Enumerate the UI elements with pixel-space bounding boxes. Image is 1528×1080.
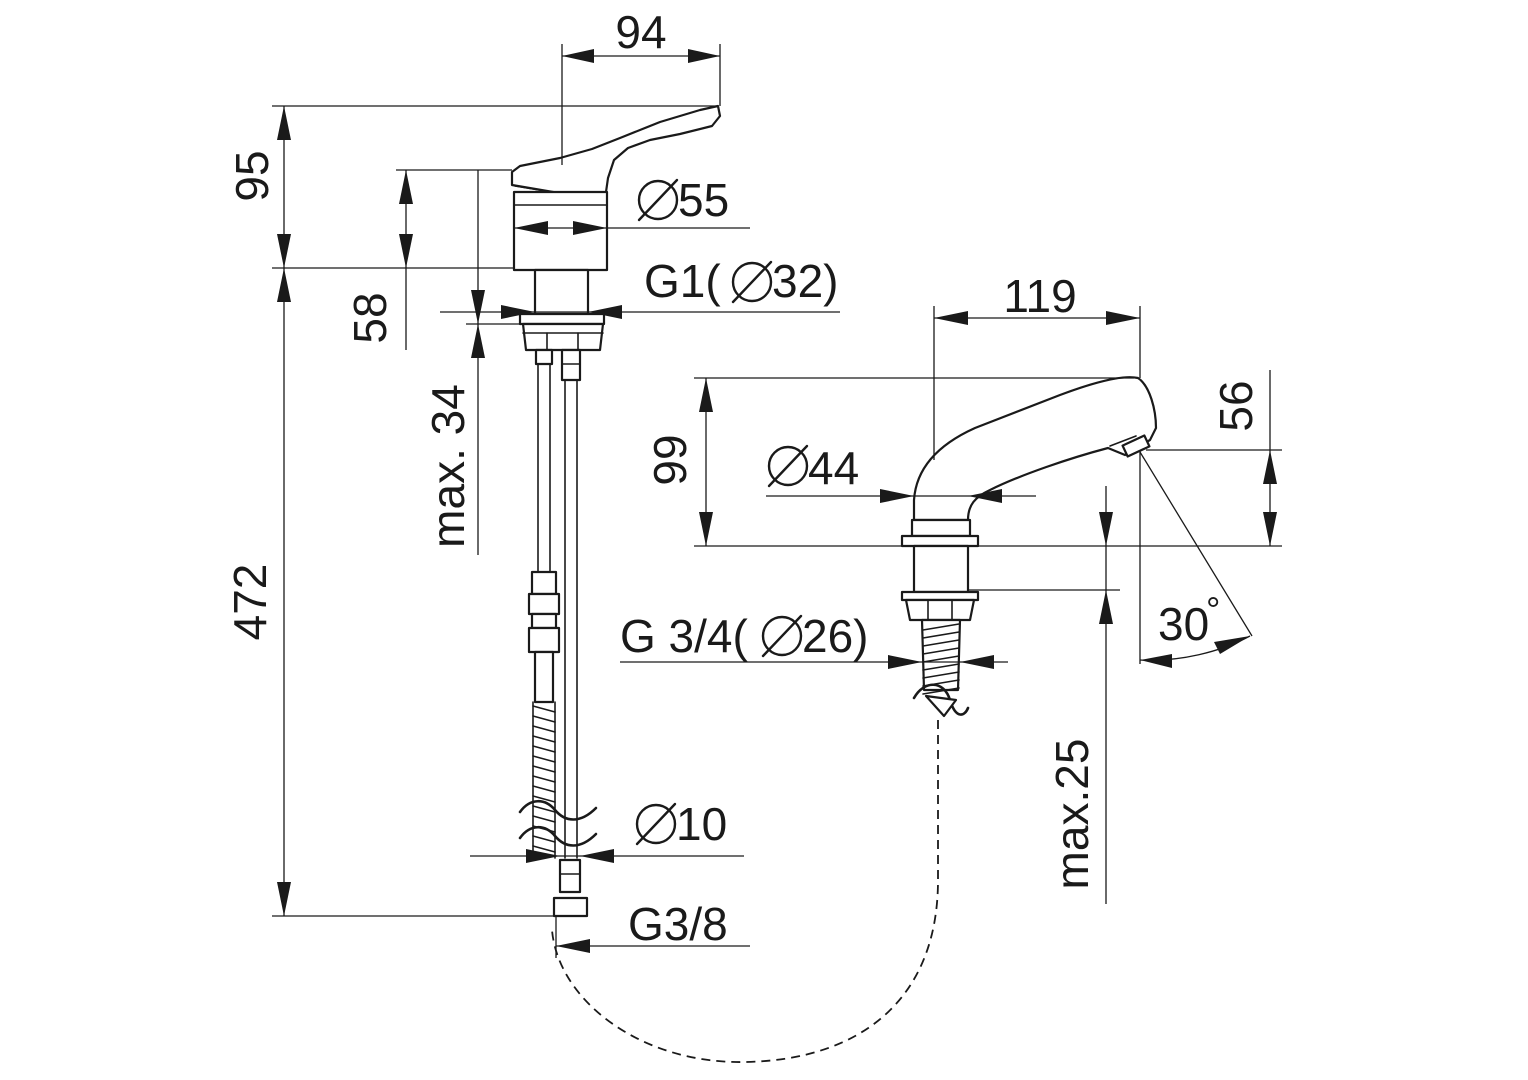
shank bbox=[533, 268, 590, 316]
thread-stripe bbox=[922, 687, 960, 695]
dim-angle: 30 bbox=[1158, 598, 1209, 650]
aerator bbox=[1121, 434, 1151, 458]
braid-stripe bbox=[532, 845, 556, 853]
dim-hose-diameter: 10 bbox=[676, 798, 727, 850]
dim-body-height: 58 bbox=[344, 292, 396, 343]
connector-b bbox=[560, 348, 582, 382]
spout-body bbox=[912, 376, 1158, 522]
thread-stripe bbox=[922, 671, 960, 679]
dim-spout-thread-diameter: 26) bbox=[802, 610, 868, 662]
diameter-symbol-icon bbox=[637, 178, 679, 222]
hose-routing-path bbox=[551, 720, 939, 1063]
spout bbox=[551, 376, 1158, 1063]
nut bbox=[521, 322, 605, 352]
braid-stripe bbox=[532, 745, 556, 753]
thread-stripe bbox=[922, 647, 960, 655]
hose-fitting-1 bbox=[530, 570, 558, 596]
thread-stripe bbox=[922, 663, 960, 671]
diameter-symbol-icon bbox=[731, 260, 773, 304]
braid-stripe bbox=[532, 755, 556, 763]
hose-end-tube bbox=[558, 858, 582, 894]
dim-max-thickness-right: max.25 bbox=[1046, 739, 1098, 890]
dim-spout-thread: G 3/4( bbox=[620, 610, 749, 662]
braid-stripe bbox=[532, 795, 556, 803]
threaded-stud bbox=[920, 618, 962, 692]
spout-base bbox=[900, 534, 980, 548]
thread-stripe bbox=[922, 655, 960, 663]
braid-stripe bbox=[532, 815, 556, 823]
hose-fitting-3 bbox=[530, 612, 558, 630]
braid-stripe bbox=[532, 715, 556, 723]
braid-stripe bbox=[532, 835, 556, 843]
dim-spout-base-diameter: 44 bbox=[808, 442, 859, 494]
diameter-symbol-icon bbox=[761, 614, 803, 658]
dim-angle-unit: ° bbox=[1206, 589, 1220, 630]
spout-washer bbox=[900, 590, 980, 602]
dim-max-thickness-left: max. 34 bbox=[422, 384, 474, 548]
dim-shank-thread: G1( bbox=[644, 255, 721, 307]
dim-spout-height: 99 bbox=[644, 434, 696, 485]
thread-stripe bbox=[922, 639, 960, 647]
thread-stripe bbox=[922, 631, 960, 639]
hose-fitting-4 bbox=[527, 626, 561, 654]
braid-stripe bbox=[532, 785, 556, 793]
thread-stripe bbox=[922, 623, 960, 631]
hose-end-nut bbox=[552, 896, 589, 918]
spout-nut bbox=[904, 598, 976, 622]
hose-fitting-2 bbox=[527, 592, 561, 616]
dim-top-width: 94 bbox=[615, 6, 666, 58]
break-mark-upper bbox=[518, 799, 598, 821]
dim-body-diameter: 55 bbox=[678, 174, 729, 226]
braid-stripe bbox=[532, 705, 556, 713]
dim-total-length: 472 bbox=[224, 564, 276, 641]
braid-stripe bbox=[532, 805, 556, 813]
right-dimensions: 119 99 44 56 30 ° G 3/ bbox=[620, 270, 1282, 904]
braid-stripe bbox=[532, 725, 556, 733]
stud-tip bbox=[924, 694, 958, 718]
braid-stripe bbox=[532, 775, 556, 783]
dim-outlet-height: 56 bbox=[1210, 380, 1262, 431]
dim-spout-reach: 119 bbox=[1003, 270, 1076, 322]
washer bbox=[518, 312, 606, 326]
hose-fitting-5 bbox=[533, 650, 555, 704]
connector-a bbox=[534, 348, 554, 366]
hose-braid-pattern bbox=[532, 705, 556, 853]
diameter-symbol-icon bbox=[635, 802, 677, 846]
dim-shank-diameter: 32) bbox=[772, 255, 838, 307]
dim-lever-height: 95 bbox=[226, 150, 278, 201]
left-dimensions: 94 95 58 55 G1( 32) bbox=[224, 6, 840, 958]
spout-outlet-line bbox=[1109, 435, 1137, 447]
cartridge-body bbox=[512, 190, 609, 272]
break-mark-lower bbox=[518, 825, 598, 847]
diameter-symbol-icon bbox=[767, 444, 809, 488]
braid-stripe bbox=[532, 735, 556, 743]
dim-hose-thread: G3/8 bbox=[628, 898, 728, 950]
spout-shank bbox=[912, 544, 970, 594]
braid-stripe bbox=[532, 765, 556, 773]
spout-collar bbox=[910, 518, 972, 538]
